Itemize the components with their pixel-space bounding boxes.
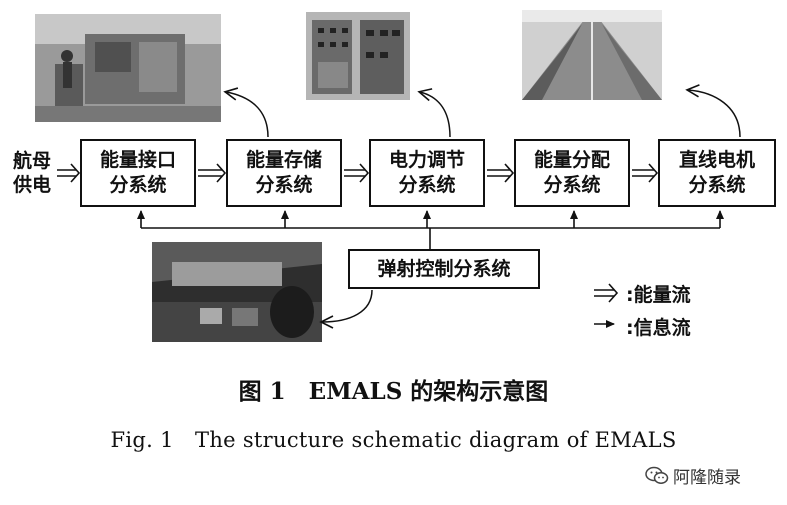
wechat-icon	[645, 466, 669, 484]
cabinet-photo-graphic	[306, 12, 410, 100]
linear-motor-subsystem: 直线电机分系统	[658, 139, 776, 207]
legend-energy-label: :能量流	[626, 284, 691, 306]
watermark: 阿隆随录	[645, 463, 741, 488]
energy-arrow-source-interface	[57, 163, 81, 183]
watermark-text: 阿隆随录	[673, 468, 741, 488]
legend-info-label: :信息流	[626, 317, 691, 339]
energy-interface-subsystem: 能量接口分系统	[80, 139, 196, 207]
photo-linear-motor-track	[522, 10, 662, 100]
photo-energy-storage-cabinets	[306, 12, 410, 100]
energy-distribution-subsystem: 能量分配分系统	[514, 139, 630, 207]
energy-storage-line1: 能量存储	[245, 149, 322, 171]
energy-flow-arrows	[57, 163, 659, 183]
console-photo-graphic	[152, 242, 322, 342]
linear-motor-line2: 分系统	[688, 174, 746, 196]
energy-arrow-regulation-distribution	[487, 163, 515, 183]
carrier-power-label: 航母 供电	[13, 149, 51, 197]
energy-arrow-storage-regulation	[344, 163, 370, 183]
energy-interface-line1: 能量接口	[99, 149, 176, 171]
linear-motor-line1: 直线电机	[678, 149, 755, 171]
power-regulation-subsystem: 电力调节分系统	[369, 139, 485, 207]
photo-energy-interface-equipment	[35, 14, 221, 122]
photo-link-arrows	[223, 84, 741, 329]
energy-interface-line2: 分系统	[109, 174, 167, 196]
caption-english: Fig. 1 The structure schematic diagram o…	[110, 428, 677, 452]
carrier-power-line2: 供电	[13, 174, 52, 196]
energy-distribution-line2: 分系统	[543, 174, 601, 196]
energy-distribution-line1: 能量分配	[533, 149, 610, 171]
launch-control-subsystem: 弹射控制分系统	[348, 249, 540, 289]
energy-arrow-distribution-motor	[632, 163, 659, 183]
power-regulation-line1: 电力调节	[388, 149, 465, 171]
legend-energy-symbol	[594, 283, 619, 303]
info-flow-bus	[137, 210, 724, 249]
energy-storage-line2: 分系统	[255, 174, 313, 196]
power-regulation-line2: 分系统	[398, 174, 456, 196]
equipment-photo-graphic	[35, 14, 221, 122]
carrier-power-line1: 航母	[13, 150, 52, 172]
track-photo-graphic	[522, 10, 662, 100]
caption-chinese: 图 1 EMALS 的架构示意图	[238, 378, 549, 405]
launch-control-label: 弹射控制分系统	[377, 257, 511, 280]
photo-control-console	[152, 242, 322, 342]
energy-storage-subsystem: 能量存储分系统	[226, 139, 342, 207]
energy-arrow-interface-storage	[198, 163, 227, 183]
